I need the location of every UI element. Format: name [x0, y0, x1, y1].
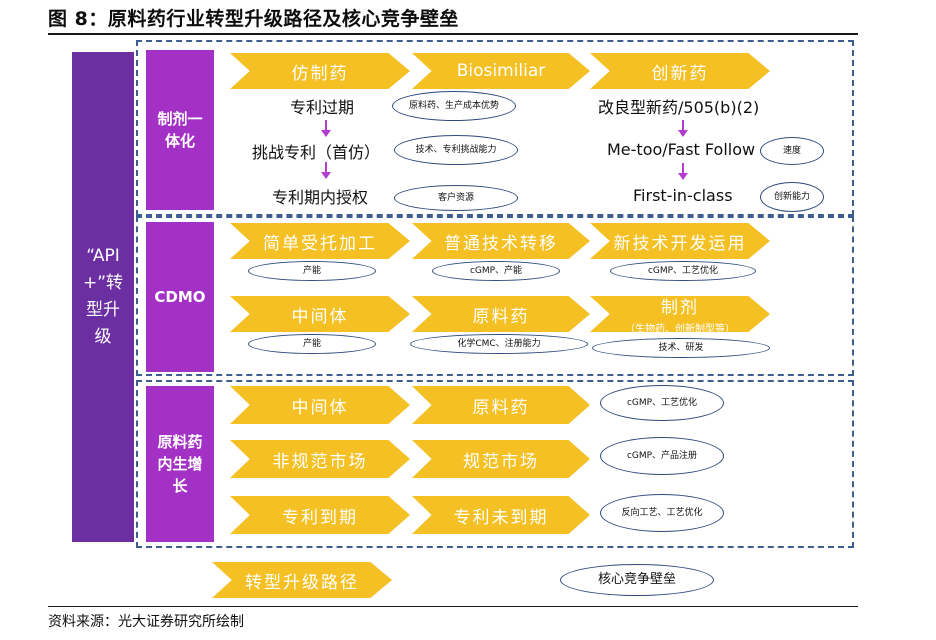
- patent-expiry-text: 专利过期: [290, 98, 355, 117]
- patent-challenge-text: 挑战专利（首仿）: [252, 143, 381, 162]
- chevron-api-s3: 原料药: [412, 386, 590, 424]
- oval-cgmp-process-s3: cGMP、工艺优化: [600, 385, 724, 421]
- down-arrow-2: [321, 162, 331, 179]
- chevron-new-tech: 新技术开发运用: [590, 223, 770, 259]
- chevron-new-tech-text: 新技术开发运用: [613, 233, 747, 254]
- section-2-frame: [136, 216, 854, 376]
- chevron-formulation-text: 制剂: [661, 298, 699, 318]
- chevron-patent-expired: 专利到期: [230, 496, 410, 534]
- chevron-intermediate-text: 中间体: [291, 306, 349, 327]
- oval-reverse-process: 反向工艺、工艺优化: [600, 494, 724, 532]
- title-rule: [48, 33, 858, 35]
- oval-customer-resources: 客户资源: [394, 185, 518, 211]
- down-arrow-1: [321, 120, 331, 137]
- oval-speed: 速度: [760, 137, 824, 165]
- section-label-formulation: 制剂一体化: [146, 50, 214, 210]
- source-rule: [48, 606, 858, 607]
- section-label-api-growth-text: 原料药内生增长: [157, 433, 203, 495]
- figure-title: 图 8：原料药行业转型升级路径及核心竞争壁垒: [48, 8, 459, 30]
- chevron-regulated-market-text: 规范市场: [463, 451, 539, 472]
- oval-patent-challenge-ability: 技术、专利挑战能力: [394, 135, 518, 165]
- oval-cost-advantage: 原料药、生产成本优势: [392, 91, 516, 121]
- chevron-tech-transfer: 普通技术转移: [412, 223, 590, 259]
- improved-new-drug-text: 改良型新药/505(b)(2): [598, 98, 760, 117]
- oval-tech-rd: 技术、研发: [592, 338, 770, 358]
- chevron-tech-transfer-text: 普通技术转移: [444, 233, 558, 254]
- chevron-generic: 仿制药: [230, 53, 410, 89]
- oval-cgmp-registration: cGMP、产品注册: [600, 437, 724, 475]
- chevron-patent-expired-text: 专利到期: [282, 507, 358, 528]
- chevron-intermediate-s3: 中间体: [230, 386, 410, 424]
- section-3-frame: [136, 380, 854, 548]
- chevron-formulation: 制剂 （生物药、创新制型等）: [590, 296, 770, 332]
- legend-path-chevron: 转型升级路径: [212, 562, 392, 598]
- chevron-biosimilar: Biosimiliar: [412, 53, 590, 89]
- chevron-simple-processing: 简单受托加工: [230, 223, 410, 259]
- section-label-cdmo-text: CDMO: [154, 288, 206, 306]
- oval-cmc-registration: 化学CMC、注册能力: [410, 334, 588, 354]
- chevron-non-regulated-market-text: 非规范市场: [272, 451, 368, 472]
- chevron-api-text: 原料药: [472, 306, 530, 327]
- chevron-innovative-text: 创新药: [651, 63, 709, 84]
- oval-cgmp-capacity: cGMP、产能: [432, 261, 560, 281]
- section-label-api-growth: 原料药内生增长: [146, 386, 214, 542]
- chevron-innovative: 创新药: [590, 53, 770, 89]
- chevron-regulated-market: 规范市场: [412, 440, 590, 478]
- first-in-class-text: First-in-class: [633, 186, 733, 205]
- me-too-text: Me-too/Fast Follow: [607, 140, 756, 159]
- chevron-api: 原料药: [412, 296, 590, 332]
- section-1-frame: [136, 40, 854, 216]
- oval-cgmp-process: cGMP、工艺优化: [610, 261, 756, 281]
- oval-innovation-ability: 创新能力: [760, 182, 824, 212]
- chevron-intermediate: 中间体: [230, 296, 410, 332]
- patent-license-text: 专利期内授权: [272, 188, 369, 207]
- legend-barrier-oval: 核心竞争壁垒: [560, 564, 714, 596]
- legend-path-text: 转型升级路径: [245, 572, 359, 593]
- section-label-cdmo: CDMO: [146, 222, 214, 372]
- down-arrow-3: [678, 120, 688, 137]
- chevron-simple-processing-text: 简单受托加工: [263, 233, 377, 254]
- chevron-patent-not-expired: 专利未到期: [412, 496, 590, 534]
- api-plus-bar: “API +”转型升级: [72, 52, 134, 542]
- section-label-formulation-text: 制剂一体化: [157, 110, 203, 150]
- chevron-generic-text: 仿制药: [291, 63, 349, 84]
- source-note: 资料来源：光大证券研究所绘制: [48, 614, 244, 630]
- chevron-non-regulated-market: 非规范市场: [230, 440, 410, 478]
- oval-capacity-2: 产能: [248, 334, 376, 354]
- oval-capacity-1: 产能: [248, 261, 376, 281]
- chevron-formulation-subtext: （生物药、创新制型等）: [625, 324, 735, 335]
- down-arrow-4: [678, 163, 688, 180]
- api-plus-label: “API +”转型升级: [83, 246, 124, 347]
- chevron-patent-not-expired-text: 专利未到期: [453, 507, 549, 528]
- chevron-intermediate-s3-text: 中间体: [291, 397, 349, 418]
- chevron-biosimilar-text: Biosimiliar: [456, 61, 546, 81]
- chevron-api-s3-text: 原料药: [472, 397, 530, 418]
